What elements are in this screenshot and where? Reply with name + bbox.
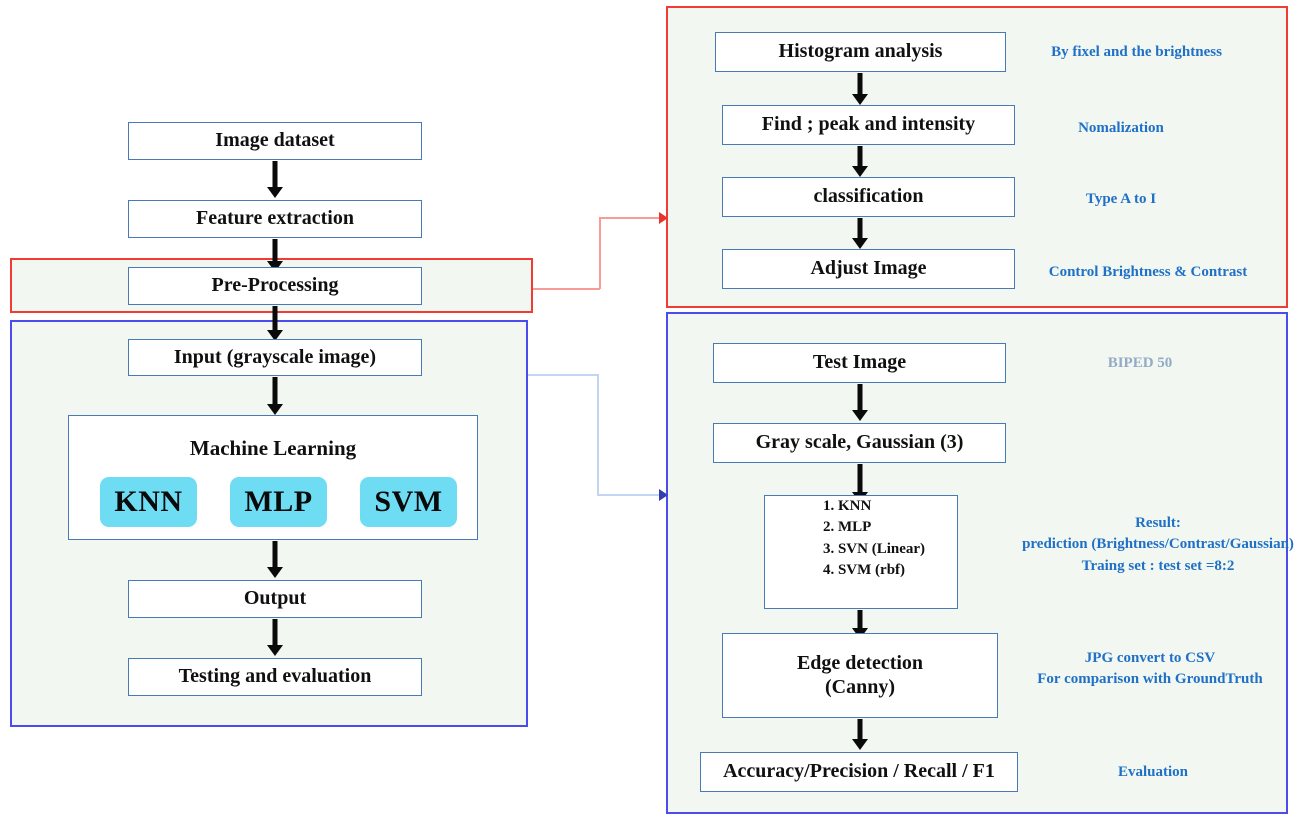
box-find-peak-and-intensity[interactable]: Find ; peak and intensity: [722, 105, 1015, 145]
box-adjust-image[interactable]: Adjust Image: [722, 249, 1015, 289]
edge-detection-line-1: Edge detection: [796, 651, 924, 674]
box-accuracy-precision-recall-f1[interactable]: Accuracy/Precision / Recall / F1: [700, 752, 1018, 792]
connector-red-arrowhead: [659, 212, 668, 224]
box-histogram-analysis[interactable]: Histogram analysis: [715, 32, 1006, 72]
annotation-groundtruth-comparison: For comparison with GroundTruth: [1037, 671, 1263, 688]
edge-detection-line-2: (Canny): [824, 675, 895, 698]
annotation-biped-50: BIPED 50: [1107, 355, 1173, 371]
connector-red-segment-2: [599, 217, 601, 289]
connector-blue-segment-2: [597, 374, 599, 495]
list-item: 1. KNN: [822, 498, 872, 514]
box-edge-detection[interactable]: Edge detection (Canny): [722, 633, 998, 718]
chip-mlp-label[interactable]: MLP: [230, 477, 327, 527]
annotation-by-fixel-brightness: By fixel and the brightness: [1051, 44, 1222, 60]
connector-red-segment-3: [599, 217, 667, 219]
annotation-evaluation: Evaluation: [1117, 764, 1189, 780]
annotation-result-split: Traing set : test set =8:2: [1081, 557, 1235, 574]
annotation-jpg-convert-block: JPG convert to CSV For comparison with G…: [1000, 648, 1300, 691]
list-item: 3. SVN (Linear): [822, 540, 926, 557]
annotation-result-prediction: prediction (Brightness/Contrast/Gaussian…: [1022, 536, 1294, 553]
annotation-result-block: Result: prediction (Brightness/Contrast/…: [1010, 513, 1306, 577]
connector-blue-arrowhead: [659, 489, 668, 501]
list-item: 2. MLP: [822, 519, 872, 536]
annotation-jpg-convert: JPG convert to CSV: [1084, 650, 1216, 666]
annotation-type-a-to-i: Type A to I: [1085, 191, 1157, 207]
connector-blue-segment-1: [528, 374, 598, 376]
box-gray-scale-gaussian[interactable]: Gray scale, Gaussian (3): [713, 423, 1006, 463]
annotation-nomalization: Nomalization: [1078, 120, 1164, 136]
annotation-control-brightness-contrast: Control Brightness & Contrast: [1048, 264, 1248, 280]
connector-blue-segment-3: [597, 494, 667, 496]
box-output[interactable]: Output: [128, 580, 422, 618]
box-test-image[interactable]: Test Image: [713, 343, 1006, 383]
box-pre-processing[interactable]: Pre-Processing: [128, 267, 422, 305]
box-feature-extraction[interactable]: Feature extraction: [128, 200, 422, 238]
box-classification[interactable]: classification: [722, 177, 1015, 217]
annotation-result-title: Result:: [1135, 515, 1181, 531]
list-item: 4. SVM (rbf): [822, 561, 906, 578]
chip-knn-label[interactable]: KNN: [100, 477, 197, 527]
box-testing-and-evaluation[interactable]: Testing and evaluation: [128, 658, 422, 696]
machine-learning-title: Machine Learning: [189, 436, 357, 460]
box-method-list[interactable]: 1. KNN 2. MLP 3. SVN (Linear) 4. SVM (rb…: [764, 495, 958, 609]
box-input-grayscale-image[interactable]: Input (grayscale image): [128, 339, 422, 376]
chip-svm-label[interactable]: SVM: [360, 477, 457, 527]
connector-red-segment-1: [533, 288, 600, 290]
box-image-dataset[interactable]: Image dataset: [128, 122, 422, 160]
